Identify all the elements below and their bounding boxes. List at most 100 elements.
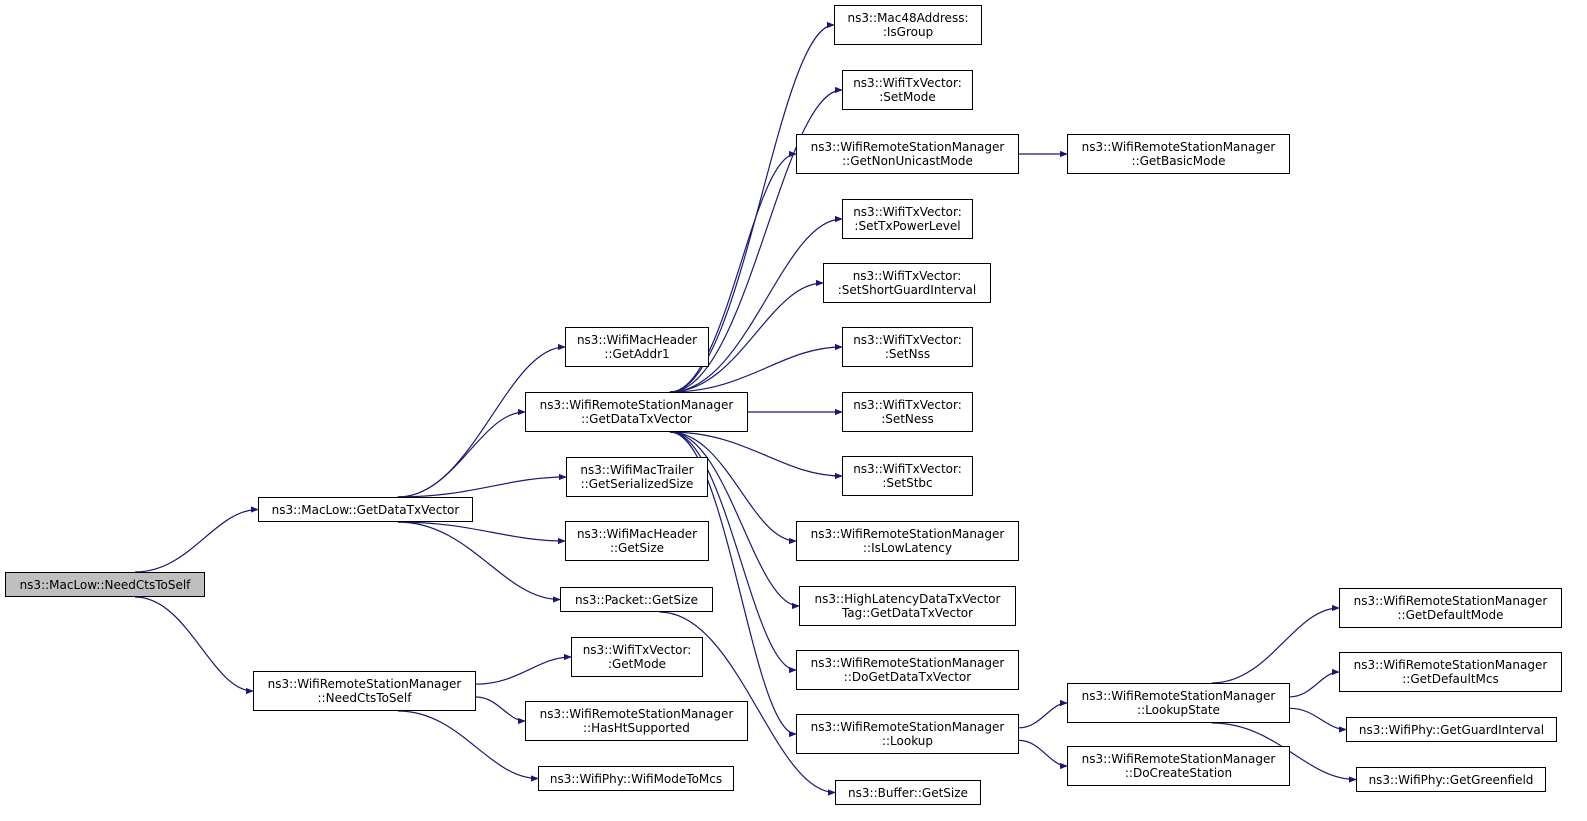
node-label-line: ::GetSize <box>609 541 665 555</box>
node-label-line: ::GetSerializedSize <box>580 477 694 491</box>
node-label-line: ns3::WifiRemoteStationManager <box>267 677 462 691</box>
node-label-line: ::GetAddr1 <box>604 347 670 361</box>
edge-lookup-to-doCreateStation <box>1018 739 1068 770</box>
node-doGetDataTxVector[interactable]: ns3::WifiRemoteStationManager::DoGetData… <box>796 650 1019 690</box>
node-root[interactable]: ns3::MacLow::NeedCtsToSelf <box>5 572 205 597</box>
node-label-line: ns3::WifiRemoteStationManager <box>810 656 1005 670</box>
node-label-line: ns3::WifiTxVector: <box>852 269 962 283</box>
node-getGuardInterval[interactable]: ns3::WifiPhy::GetGuardInterval <box>1346 717 1557 742</box>
edge-wrsmNeedCtsToSelf-to-wifiModeToMcs <box>397 710 539 782</box>
node-getNonUnicastMode[interactable]: ns3::WifiRemoteStationManager::GetNonUni… <box>796 134 1019 174</box>
node-label-line: :SetNss <box>884 347 931 361</box>
node-hasHtSupported[interactable]: ns3::WifiRemoteStationManager::HasHtSupp… <box>525 701 748 741</box>
node-isLowLatency[interactable]: ns3::WifiRemoteStationManager::IsLowLate… <box>796 521 1019 561</box>
edge-getDataTxVector-to-packetGetSize <box>397 521 561 603</box>
edge-wrsmGetDataTxVector-to-lookup <box>669 431 797 738</box>
edge-wrsmGetDataTxVector-to-isLowLatency <box>669 431 797 545</box>
node-macHeaderGetSize[interactable]: ns3::WifiMacHeader::GetSize <box>565 521 709 561</box>
node-label-line: ns3::MacLow::GetDataTxVector <box>271 502 460 517</box>
node-label-line: ns3::WifiPhy::GetGuardInterval <box>1358 722 1545 737</box>
node-label-line: ns3::WifiTxVector: <box>582 643 692 657</box>
node-getDefaultMode[interactable]: ns3::WifiRemoteStationManager::GetDefaul… <box>1339 588 1562 628</box>
edge-wrsmNeedCtsToSelf-to-getMode <box>475 653 572 685</box>
node-label-line: ns3::WifiRemoteStationManager <box>539 707 734 721</box>
node-setNess[interactable]: ns3::WifiTxVector::SetNess <box>842 392 973 432</box>
node-getBasicMode[interactable]: ns3::WifiRemoteStationManager::GetBasicM… <box>1067 134 1290 174</box>
node-label-line: ::GetBasicMode <box>1131 154 1226 168</box>
node-label-line: ::DoGetDataTxVector <box>843 670 972 684</box>
node-label-line: ns3::WifiRemoteStationManager <box>810 720 1005 734</box>
node-setStbc[interactable]: ns3::WifiTxVector::SetStbc <box>842 456 973 496</box>
node-lookup[interactable]: ns3::WifiRemoteStationManager::Lookup <box>796 714 1019 754</box>
edge-wrsmGetDataTxVector-to-setStbc <box>669 431 843 480</box>
node-setShortGuardInterval[interactable]: ns3::WifiTxVector::SetShortGuardInterval <box>823 263 991 303</box>
edge-wrsmGetDataTxVector-to-doGetDataTxVector <box>669 431 797 674</box>
node-bufferGetSize[interactable]: ns3::Buffer::GetSize <box>835 780 981 805</box>
node-isGroup[interactable]: ns3::Mac48Address::IsGroup <box>834 5 982 45</box>
node-label-line: ns3::WifiTxVector: <box>853 76 962 90</box>
node-label-line: ::GetDefaultMode <box>1397 608 1504 622</box>
node-label-line: ::DoCreateStation <box>1124 766 1233 780</box>
node-label-line: ns3::WifiRemoteStationManager <box>539 398 734 412</box>
node-wrsmNeedCtsToSelf[interactable]: ns3::WifiRemoteStationManager::NeedCtsTo… <box>253 671 476 711</box>
node-setTxPowerLevel[interactable]: ns3::WifiTxVector::SetTxPowerLevel <box>842 199 973 239</box>
node-getSerializedSize[interactable]: ns3::WifiMacTrailer::GetSerializedSize <box>566 457 708 497</box>
edge-wrsmGetDataTxVector-to-setMode <box>669 86 843 393</box>
node-label-line: ::Lookup <box>881 734 934 748</box>
node-label-line: ns3::Buffer::GetSize <box>848 785 968 800</box>
edge-root-to-getDataTxVector <box>134 506 259 573</box>
edge-wrsmGetDataTxVector-to-highLatencyTag <box>669 431 800 610</box>
node-label-line: :GetMode <box>607 657 667 671</box>
node-label-line: :SetTxPowerLevel <box>854 219 961 233</box>
edge-getDataTxVector-to-getSerializedSize <box>397 473 567 498</box>
edge-getDataTxVector-to-wrsmGetDataTxVector <box>397 408 526 498</box>
node-packetGetSize[interactable]: ns3::Packet::GetSize <box>560 587 713 612</box>
node-label-line: :SetMode <box>879 90 936 104</box>
node-lookupState[interactable]: ns3::WifiRemoteStationManager::LookupSta… <box>1067 683 1290 723</box>
node-getDataTxVector[interactable]: ns3::MacLow::GetDataTxVector <box>258 497 473 522</box>
node-getMode[interactable]: ns3::WifiTxVector::GetMode <box>571 637 703 677</box>
node-label-line: ns3::WifiPhy::GetGreenfield <box>1368 772 1534 787</box>
node-getGreenfield[interactable]: ns3::WifiPhy::GetGreenfield <box>1356 767 1546 792</box>
node-label-line: ns3::WifiMacHeader <box>576 333 698 347</box>
node-label-line: ns3::WifiMacHeader <box>576 527 698 541</box>
node-label-line: ns3::WifiRemoteStationManager <box>1081 752 1276 766</box>
node-label-line: ns3::HighLatencyDataTxVector <box>814 592 1001 606</box>
node-label-line: :SetStbc <box>882 476 933 490</box>
node-label-line: ns3::MacLow::NeedCtsToSelf <box>19 577 191 592</box>
edge-lookupState-to-getDefaultMcs <box>1289 668 1340 698</box>
node-getAddr1[interactable]: ns3::WifiMacHeader::GetAddr1 <box>565 327 709 367</box>
node-label-line: ns3::Packet::GetSize <box>575 592 698 607</box>
node-label-line: ns3::WifiPhy::WifiModeToMcs <box>549 771 723 786</box>
edge-lookup-to-lookupState <box>1018 699 1068 729</box>
node-wifiModeToMcs[interactable]: ns3::WifiPhy::WifiModeToMcs <box>538 766 734 791</box>
node-label-line: ns3::WifiRemoteStationManager <box>810 527 1005 541</box>
edge-lookupState-to-getDefaultMode <box>1211 604 1340 684</box>
node-label-line: ns3::WifiRemoteStationManager <box>1081 689 1276 703</box>
node-doCreateStation[interactable]: ns3::WifiRemoteStationManager::DoCreateS… <box>1067 746 1290 786</box>
node-label-line: ns3::WifiRemoteStationManager <box>810 140 1005 154</box>
node-label-line: Tag::GetDataTxVector <box>841 606 974 620</box>
edge-wrsmGetDataTxVector-to-getNonUnicastMode <box>669 150 797 393</box>
node-label-line: ns3::Mac48Address: <box>847 11 969 25</box>
edge-packetGetSize-to-bufferGetSize <box>659 611 836 796</box>
node-label-line: ns3::WifiTxVector: <box>853 333 962 347</box>
node-label-line: ::GetNonUnicastMode <box>842 154 973 168</box>
node-label-line: ns3::WifiRemoteStationManager <box>1081 140 1276 154</box>
node-getDefaultMcs[interactable]: ns3::WifiRemoteStationManager::GetDefaul… <box>1339 652 1562 692</box>
edge-wrsmNeedCtsToSelf-to-hasHtSupported <box>475 696 526 725</box>
edge-wrsmGetDataTxVector-to-isGroup <box>669 21 835 393</box>
node-label-line: ns3::WifiTxVector: <box>853 462 962 476</box>
node-wrsmGetDataTxVector[interactable]: ns3::WifiRemoteStationManager::GetDataTx… <box>525 392 748 432</box>
node-setNss[interactable]: ns3::WifiTxVector::SetNss <box>842 327 973 367</box>
node-label-line: ::LookupState <box>1137 703 1220 717</box>
node-label-line: ::GetDataTxVector <box>581 412 692 426</box>
edge-getDataTxVector-to-macHeaderGetSize <box>397 521 566 545</box>
node-setMode[interactable]: ns3::WifiTxVector::SetMode <box>842 70 973 110</box>
edge-root-to-wrsmNeedCtsToSelf <box>134 596 254 695</box>
edge-wrsmGetDataTxVector-to-setTxPowerLevel <box>669 215 843 393</box>
node-label-line: ns3::WifiMacTrailer <box>580 463 694 477</box>
